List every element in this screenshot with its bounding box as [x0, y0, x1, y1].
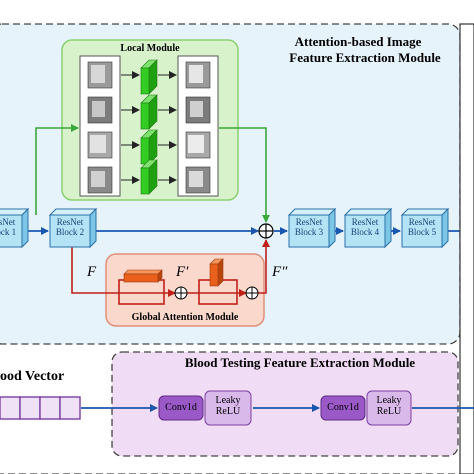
conv1d-label-1: Conv1d — [165, 402, 197, 413]
resnet-block-2-label: ResNet Block 2 — [50, 217, 90, 238]
spatial-attention-layer — [209, 258, 224, 287]
resnet-block-3-line1: ResNet — [295, 217, 323, 227]
resnet-block-5-shape — [400, 207, 450, 249]
relu-label-2: Leaky ReLU — [367, 395, 411, 417]
resnet-block-1-line1: ResNet — [0, 217, 16, 227]
attention-module-title-line2: Feature Extraction Module — [289, 50, 441, 65]
feature-f-double-prime-label: F″ — [272, 264, 288, 280]
resnet-block-1-label: ResNet Block 1 — [0, 217, 22, 238]
feature-f-prime-label: F′ — [176, 264, 189, 280]
relu-box-1 — [204, 390, 252, 426]
resnet-block-2-line2: Block 2 — [55, 226, 85, 237]
green-branch-out — [219, 127, 270, 223]
global-module-title: Global Attention Module — [131, 312, 239, 323]
resnet-block-1-line2: Block 1 — [0, 226, 17, 237]
relu-2-line1: Leaky — [376, 395, 402, 406]
global-add-op-1 — [174, 286, 188, 300]
main-add-op — [258, 223, 274, 239]
blood-module-panel — [111, 351, 459, 457]
relu-label-1: Leaky ReLU — [205, 395, 251, 417]
relu-box-2 — [366, 390, 412, 426]
resnet-block-1-shape — [0, 207, 30, 249]
blood-vector-label: ood Vector — [0, 369, 65, 384]
green-branch-in — [35, 124, 79, 215]
resnet-block-2-shape — [48, 207, 98, 249]
local-inner-arrows — [121, 71, 177, 184]
resnet-block-3-shape — [287, 207, 337, 249]
resnet-block-5-line2: Block 5 — [407, 226, 437, 237]
output-image-patches — [185, 61, 211, 194]
local-conv-layers — [140, 59, 158, 195]
relu-1-line2: ReLU — [215, 406, 241, 417]
resnet-block-4-shape — [343, 207, 393, 249]
relu-2-line2: ReLU — [376, 406, 402, 417]
resnet-block-4-label: ResNet Block 4 — [345, 217, 385, 238]
global-add-op-2 — [245, 286, 259, 300]
right-edge-bar — [459, 23, 474, 474]
channel-attention-layer — [123, 269, 163, 283]
conv1d-box-2 — [320, 395, 366, 421]
blood-vector-cells — [0, 396, 81, 420]
local-module-title: Local Module — [120, 43, 180, 54]
resnet-block-2-line1: ResNet — [56, 217, 84, 227]
resnet-block-3-line2: Block 3 — [294, 226, 324, 237]
relu-1-line1: Leaky — [215, 395, 241, 406]
resnet-block-5-label: ResNet Block 5 — [402, 217, 442, 238]
conv1d-label-2: Conv1d — [327, 402, 359, 413]
blood-module-title: Blood Testing Feature Extraction Module — [184, 355, 416, 370]
conv1d-box-1 — [158, 395, 204, 421]
resnet-block-5-line1: ResNet — [408, 217, 436, 227]
resnet-block-4-line1: ResNet — [351, 217, 379, 227]
feature-f-label: F — [87, 264, 97, 280]
input-image-patches — [87, 61, 113, 194]
resnet-block-3-label: ResNet Block 3 — [289, 217, 329, 238]
attention-module-title-line1: Attention-based Image — [294, 34, 422, 49]
resnet-block-4-line2: Block 4 — [350, 226, 380, 237]
